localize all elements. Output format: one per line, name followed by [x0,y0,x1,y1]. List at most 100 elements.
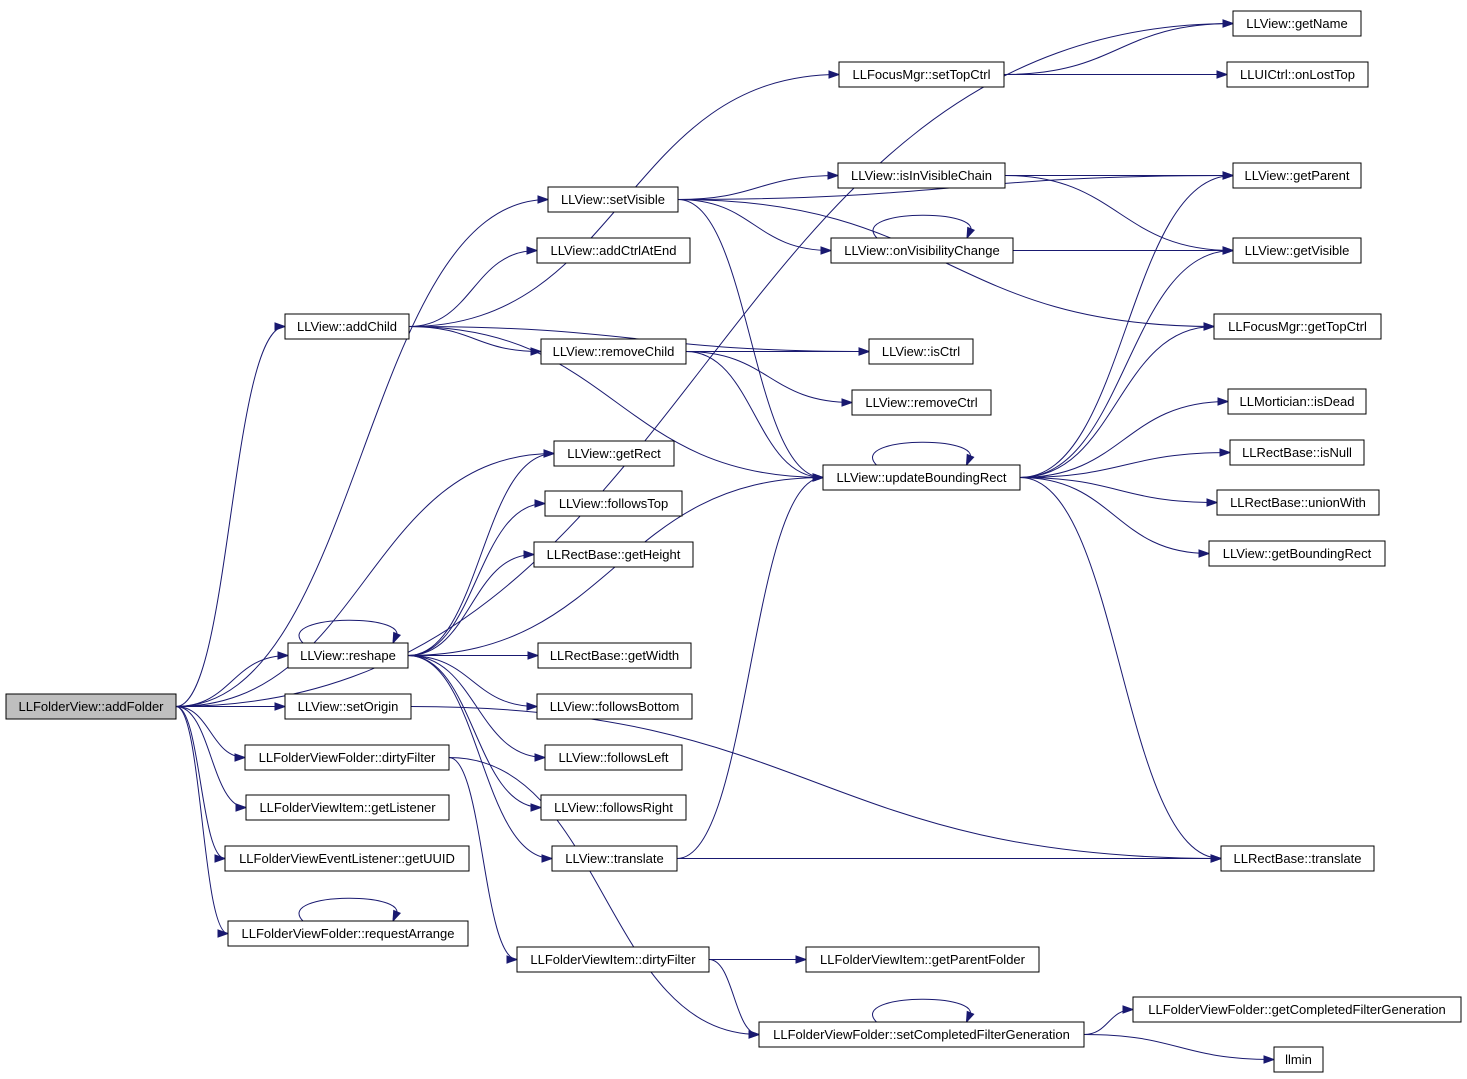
node-followsBottom[interactable]: LLView::followsBottom [536,693,693,720]
node-addFolder[interactable]: LLFolderView::addFolder [5,693,177,720]
node-label-getBoundingRect: LLView::getBoundingRect [1223,546,1372,561]
node-isNull[interactable]: LLRectBase::isNull [1229,439,1365,466]
node-box-followsRight [540,794,687,821]
node-setCompleted[interactable]: LLFolderViewFolder::setCompletedFilterGe… [758,1021,1085,1048]
node-label-getTopCtrl: LLFocusMgr::getTopCtrl [1228,319,1367,334]
edge-setVisible-to-onVisibilityChange-arrowhead [820,246,833,255]
edge-updateBoundingRect-to-getVisible-arrowhead [1222,246,1235,255]
node-llmin[interactable]: llmin [1273,1046,1324,1073]
edge-setVisible-to-isInVisibleChain-arrowhead [827,171,840,180]
node-viDirtyFilter[interactable]: LLFolderViewItem::dirtyFilter [516,946,710,973]
node-box-isNull [1229,439,1365,466]
edge-viewTranslate-to-updateBoundingRect-arrowhead [812,473,825,482]
node-getHeight[interactable]: LLRectBase::getHeight [533,541,694,568]
edge-setTopCtrl-to-onLostTop-arrowhead [1216,70,1229,79]
node-box-addChild [284,313,410,340]
edge-reshape-to-followsBottom [407,655,538,707]
edge-vfDirtyFilter-to-viDirtyFilter [448,757,518,960]
edge-vfDirtyFilter-to-viDirtyFilter-arrowhead [506,955,519,964]
node-box-getBoundingRect [1208,540,1386,567]
node-onLostTop[interactable]: LLUICtrl::onLostTop [1226,61,1369,88]
node-box-getWidth [537,642,692,669]
node-box-isDead [1227,388,1367,415]
node-removeChild[interactable]: LLView::removeChild [540,338,687,365]
node-isInVisibleChain[interactable]: LLView::isInVisibleChain [837,162,1006,189]
node-setTopCtrl[interactable]: LLFocusMgr::setTopCtrl [838,61,1005,88]
edge-reshape-to-followsRight-arrowhead [530,803,543,812]
node-followsLeft[interactable]: LLView::followsLeft [544,744,683,771]
node-label-vfDirtyFilter: LLFolderViewFolder::dirtyFilter [259,750,436,765]
edge-updateBoundingRect-to-getParent [1019,175,1234,478]
node-label-removeChild: LLView::removeChild [553,344,675,359]
edge-reshape-to-followsTop-arrowhead [534,499,547,508]
edge-addChild-to-setTopCtrl-arrowhead [828,70,841,79]
edge-addFolder-to-setVisible-arrowhead [537,195,550,204]
node-rectTranslate[interactable]: LLRectBase::translate [1220,845,1375,872]
edge-addFolder-to-addChild [175,326,286,707]
edge-viDirtyFilter-to-setCompleted [708,959,760,1035]
edge-setVisible-to-isInVisibleChain [677,175,839,200]
edge-vfDirtyFilter-to-setCompleted [448,757,760,1035]
node-label-onVisibilityChange: LLView::onVisibilityChange [844,243,999,258]
node-box-onVisibilityChange [830,237,1014,264]
node-label-followsTop: LLView::followsTop [559,496,668,511]
node-label-getCompleted: LLFolderViewFolder::getCompletedFilterGe… [1148,1002,1445,1017]
node-getVisible[interactable]: LLView::getVisible [1232,237,1362,264]
edge-updateBoundingRect-to-getBoundingRect-arrowhead [1198,549,1211,558]
edge-updateBoundingRect-to-isNull-arrowhead [1219,448,1232,457]
node-label-getParent: LLView::getParent [1244,168,1349,183]
node-viewTranslate[interactable]: LLView::translate [551,845,678,872]
node-label-setOrigin: LLView::setOrigin [298,699,399,714]
edge-addChild-to-updateBoundingRect [408,326,824,478]
edge-addFolder-to-getListener [175,706,247,808]
node-box-followsLeft [544,744,683,771]
node-label-requestArrange: LLFolderViewFolder::requestArrange [242,926,455,941]
node-getRect[interactable]: LLView::getRect [553,440,675,467]
edge-viDirtyFilter-to-getParentFolder-arrowhead [795,955,808,964]
node-getParentFolder[interactable]: LLFolderViewItem::getParentFolder [805,946,1040,973]
node-label-followsRight: LLView::followsRight [554,800,673,815]
edge-reshape-to-reshape [298,619,398,644]
node-getCompleted[interactable]: LLFolderViewFolder::getCompletedFilterGe… [1132,996,1462,1023]
node-onVisibilityChange[interactable]: LLView::onVisibilityChange [830,237,1014,264]
node-requestArrange[interactable]: LLFolderViewFolder::requestArrange [227,920,469,947]
edge-reshape-to-getRect [407,453,555,656]
node-label-followsBottom: LLView::followsBottom [550,699,680,714]
node-label-rectTranslate: LLRectBase::translate [1234,851,1362,866]
edge-reshape-to-followsRight [407,655,542,808]
node-label-reshape: LLView::reshape [300,648,396,663]
node-followsTop[interactable]: LLView::followsTop [544,490,683,517]
node-getListener[interactable]: LLFolderViewItem::getListener [245,794,450,821]
node-label-getHeight: LLRectBase::getHeight [547,547,681,562]
node-getWidth[interactable]: LLRectBase::getWidth [537,642,692,669]
node-getName[interactable]: LLView::getName [1232,10,1362,37]
edge-updateBoundingRect-to-unionWith [1019,477,1218,503]
node-isDead[interactable]: LLMortician::isDead [1227,388,1367,415]
edge-setCompleted-to-llmin [1083,1034,1275,1060]
edge-addFolder-to-requestArrange-arrowhead [217,929,230,938]
node-addCtrlAtEnd[interactable]: LLView::addCtrlAtEnd [536,237,691,264]
node-vfDirtyFilter[interactable]: LLFolderViewFolder::dirtyFilter [244,744,450,771]
node-setVisible[interactable]: LLView::setVisible [547,186,679,213]
node-box-addCtrlAtEnd [536,237,691,264]
node-unionWith[interactable]: LLRectBase::unionWith [1216,489,1380,516]
node-getBoundingRect[interactable]: LLView::getBoundingRect [1208,540,1386,567]
edge-reshape-to-followsTop [407,503,546,656]
node-getTopCtrl[interactable]: LLFocusMgr::getTopCtrl [1213,313,1382,340]
node-followsRight[interactable]: LLView::followsRight [540,794,687,821]
node-reshape[interactable]: LLView::reshape [287,642,409,669]
node-getUUID[interactable]: LLFolderViewEventListener::getUUID [224,845,470,872]
node-label-setTopCtrl: LLFocusMgr::setTopCtrl [853,67,991,82]
node-box-getRect [553,440,675,467]
node-isCtrl[interactable]: LLView::isCtrl [868,338,974,365]
node-label-onLostTop: LLUICtrl::onLostTop [1240,67,1355,82]
edge-addFolder-to-getRect [175,453,555,707]
node-setOrigin[interactable]: LLView::setOrigin [284,693,412,720]
node-getParent[interactable]: LLView::getParent [1232,162,1362,189]
node-removeCtrl[interactable]: LLView::removeCtrl [851,389,992,416]
edge-reshape-to-getWidth-arrowhead [527,651,540,660]
edge-removeChild-to-updateBoundingRect [685,351,824,478]
node-updateBoundingRect[interactable]: LLView::updateBoundingRect [822,464,1021,491]
node-addChild[interactable]: LLView::addChild [284,313,410,340]
